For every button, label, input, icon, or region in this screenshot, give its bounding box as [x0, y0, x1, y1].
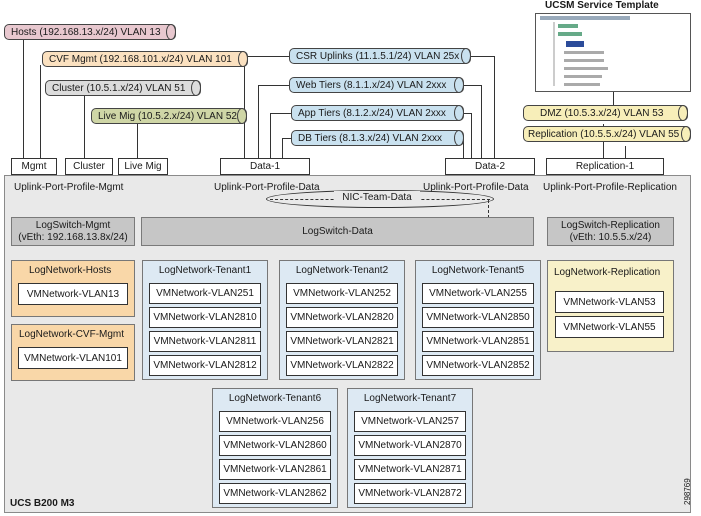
vmnetwork-item: VMNetwork-VLAN13 — [18, 283, 128, 305]
tab-data-2: Data-2 — [445, 158, 535, 175]
vlan-db-tiers: DB Tiers (8.1.3.x/24) VLAN 2xxx — [291, 130, 464, 146]
vlan-app-tiers: App Tiers (8.1.2.x/24) VLAN 2xxx — [291, 105, 464, 121]
vmnetwork-item: VMNetwork-VLAN2870 — [354, 435, 466, 456]
vlan-livemig-label: Live Mig (10.5.2.x/24) VLAN 52 — [98, 110, 237, 122]
vmnetwork-item: VMNetwork-VLAN257 — [354, 411, 466, 432]
vlan-csr-uplinks: CSR Uplinks (11.1.5.1/24) VLAN 25x — [289, 48, 471, 64]
vmnetwork-item: VMNetwork-VLAN55 — [555, 316, 664, 338]
lognetwork-tenant5-title: LogNetwork-Tenant5 — [431, 265, 525, 276]
lognetwork-hosts: LogNetwork-Hosts VMNetwork-VLAN13 — [11, 260, 135, 317]
vlan-cvf-mgmt: CVF Mgmt (192.168.101.x/24) VLAN 101 — [42, 51, 248, 67]
tree-view-icon — [540, 16, 630, 86]
vlan-dmz: DMZ (10.5.3.x/24) VLAN 53 — [523, 105, 688, 121]
nic-team-bond — [266, 190, 494, 208]
vlan-dmz-label: DMZ (10.5.3.x/24) VLAN 53 — [540, 107, 664, 119]
lognetwork-tenant7-title: LogNetwork-Tenant7 — [363, 393, 457, 404]
lognetwork-hosts-title: LogNetwork-Hosts — [29, 265, 112, 276]
uplink-data-right: Uplink-Port-Profile-Data — [423, 182, 529, 193]
vmnetwork-item: VMNetwork-VLAN251 — [149, 283, 261, 304]
vmnetwork-item: VMNetwork-VLAN101 — [18, 347, 128, 369]
uplink-replication: Uplink-Port-Profile-Replication — [543, 182, 677, 193]
tab-replication-1: Replication-1 — [546, 158, 664, 175]
nic-team-label: NIC-Team-Data — [334, 191, 420, 203]
lognetwork-tenant6-title: LogNetwork-Tenant6 — [228, 393, 322, 404]
logswitch-data-name: LogSwitch-Data — [302, 226, 373, 237]
vlan-hosts: Hosts (192.168.13.x/24) VLAN 13 — [4, 24, 176, 40]
vmnetwork-item: VMNetwork-VLAN2871 — [354, 459, 466, 480]
uplink-mgmt: Uplink-Port-Profile-Mgmt — [14, 182, 124, 193]
vmnetwork-item: VMNetwork-VLAN2810 — [149, 307, 261, 328]
uplink-data-left: Uplink-Port-Profile-Data — [214, 182, 320, 193]
vmnetwork-item: VMNetwork-VLAN2860 — [219, 435, 331, 456]
vlan-app-label: App Tiers (8.1.2.x/24) VLAN 2xxx — [298, 107, 446, 119]
vlan-web-label: Web Tiers (8.1.1.x/24) VLAN 2xxx — [296, 79, 447, 91]
vmnetwork-item: VMNetwork-VLAN53 — [555, 291, 664, 313]
vlan-livemig: Live Mig (10.5.2.x/24) VLAN 52 — [91, 108, 247, 124]
tab-data-1: Data-1 — [220, 158, 310, 175]
logswitch-replication-veth: (vEth: 10.5.5.x/24) — [569, 231, 652, 243]
tab-cluster: Cluster — [65, 158, 113, 175]
logswitch-mgmt-veth: (vEth: 192.168.13.8x/24) — [18, 231, 128, 243]
server-model-label: UCS B200 M3 — [10, 498, 75, 509]
vlan-replication-label: Replication (10.5.5.x/24) VLAN 55 — [528, 128, 680, 140]
vmnetwork-item: VMNetwork-VLAN2851 — [422, 331, 534, 352]
vmnetwork-item: VMNetwork-VLAN252 — [286, 283, 398, 304]
vmnetwork-item: VMNetwork-VLAN2812 — [149, 355, 261, 376]
vmnetwork-item: VMNetwork-VLAN2862 — [219, 483, 331, 504]
vlan-csr-label: CSR Uplinks (11.1.5.1/24) VLAN 25x — [296, 50, 460, 62]
template-title: UCSM Service Template — [545, 0, 659, 11]
lognetwork-tenant2-title: LogNetwork-Tenant2 — [295, 265, 389, 276]
logswitch-replication-name: LogSwitch-Replication — [561, 219, 660, 231]
logswitch-data: LogSwitch-Data — [141, 217, 534, 246]
lognetwork-cvf-title: LogNetwork-CVF-Mgmt — [19, 329, 125, 340]
logswitch-replication: LogSwitch-Replication (vEth: 10.5.5.x/24… — [547, 217, 674, 246]
vlan-hosts-label: Hosts (192.168.13.x/24) VLAN 13 — [11, 26, 161, 38]
tab-livemig: Live Mig — [118, 158, 168, 175]
vmnetwork-item: VMNetwork-VLAN2820 — [286, 307, 398, 328]
vmnetwork-item: VMNetwork-VLAN256 — [219, 411, 331, 432]
vlan-db-label: DB Tiers (8.1.3.x/24) VLAN 2xxx — [298, 132, 442, 144]
tab-mgmt: Mgmt — [11, 158, 57, 175]
vmnetwork-item: VMNetwork-VLAN2821 — [286, 331, 398, 352]
vmnetwork-item: VMNetwork-VLAN2872 — [354, 483, 466, 504]
lognetwork-replication-title: LogNetwork-Replication — [554, 267, 661, 278]
vmnetwork-item: VMNetwork-VLAN2822 — [286, 355, 398, 376]
logswitch-mgmt-name: LogSwitch-Mgmt — [35, 219, 111, 231]
nic-team-dash-drop — [488, 200, 489, 218]
vmnetwork-item: VMNetwork-VLAN2852 — [422, 355, 534, 376]
service-template-thumbnail — [535, 13, 691, 92]
logswitch-mgmt: LogSwitch-Mgmt (vEth: 192.168.13.8x/24) — [11, 217, 135, 246]
vmnetwork-item: VMNetwork-VLAN255 — [422, 283, 534, 304]
vmnetwork-item: VMNetwork-VLAN2850 — [422, 307, 534, 328]
vlan-cluster-label: Cluster (10.5.1.x/24) VLAN 51 — [52, 82, 186, 94]
vlan-cluster: Cluster (10.5.1.x/24) VLAN 51 — [45, 80, 201, 96]
vlan-cvf-label: CVF Mgmt (192.168.101.x/24) VLAN 101 — [49, 53, 232, 65]
vlan-web-tiers: Web Tiers (8.1.1.x/24) VLAN 2xxx — [289, 77, 464, 93]
vmnetwork-item: VMNetwork-VLAN2861 — [219, 459, 331, 480]
lognetwork-tenant1-title: LogNetwork-Tenant1 — [158, 265, 252, 276]
vmnetwork-item: VMNetwork-VLAN2811 — [149, 331, 261, 352]
vlan-replication: Replication (10.5.5.x/24) VLAN 55 — [523, 126, 691, 142]
lognetwork-replication: LogNetwork-Replication VMNetwork-VLAN53 … — [547, 260, 674, 352]
figure-id: 298769 — [683, 478, 692, 505]
lognetwork-cvf-mgmt: LogNetwork-CVF-Mgmt VMNetwork-VLAN101 — [11, 324, 135, 381]
